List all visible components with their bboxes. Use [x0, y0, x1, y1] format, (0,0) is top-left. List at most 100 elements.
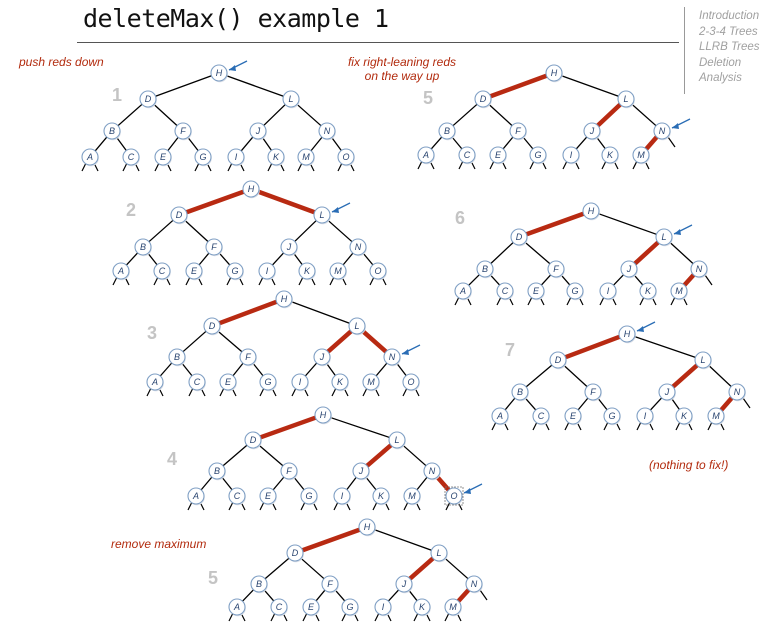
tree-node: G [259, 373, 277, 392]
node-label: I [644, 411, 647, 421]
tree-node: A [228, 598, 246, 617]
black-link [264, 557, 290, 580]
node-label: L [319, 210, 324, 220]
node-circle [545, 64, 563, 82]
node-circle [103, 122, 121, 140]
node-circle [444, 598, 462, 616]
tree-node: I [636, 407, 654, 426]
tree-node: K [601, 146, 619, 165]
node-label: E [191, 266, 198, 276]
red-link [670, 363, 700, 389]
node-circle [228, 487, 246, 505]
node-circle [154, 148, 172, 166]
black-link [524, 241, 551, 265]
node-circle [532, 407, 550, 425]
tree-node: E [564, 407, 582, 426]
null-link [632, 160, 638, 170]
red-link [682, 272, 696, 288]
tree-node: J [352, 462, 370, 481]
tree-node: C [153, 262, 171, 281]
null-link [298, 276, 304, 286]
step-number: 1 [112, 85, 123, 105]
node-label: A [86, 152, 93, 162]
black-link [167, 136, 179, 152]
red-link [256, 189, 317, 215]
null-link [667, 136, 676, 148]
node-circle [314, 406, 332, 424]
note-fix-text: fix right-leaning reds on the way up [347, 55, 457, 83]
black-link [294, 219, 317, 243]
black-link [222, 444, 248, 467]
node-label: M [449, 602, 457, 612]
tree-node: M [329, 262, 347, 281]
black-link [293, 252, 303, 266]
tree-node: B [103, 122, 121, 141]
tree-node: A [187, 487, 205, 506]
node-label: G [305, 491, 312, 501]
selection-box [444, 486, 464, 506]
black-link [708, 364, 732, 388]
black-link [633, 274, 644, 286]
red-link [524, 211, 586, 237]
null-link [297, 162, 303, 172]
node-circle [219, 373, 237, 391]
null-link [496, 296, 502, 306]
nav-item-introduction[interactable]: Introduction [699, 10, 760, 22]
black-link [147, 252, 158, 266]
node-label: L [436, 548, 441, 558]
node-circle [170, 206, 188, 224]
nav-item-analysis[interactable]: Analysis [699, 72, 742, 84]
node-circle [655, 228, 673, 246]
tree-node: K [331, 373, 349, 392]
node-circle [259, 487, 277, 505]
null-link [188, 387, 194, 397]
node-label: D [145, 94, 152, 104]
red-link [258, 415, 318, 440]
node-label: A [422, 150, 429, 160]
node-label: J [319, 352, 325, 362]
nav-item-2-3-4-trees[interactable]: 2-3-4 Trees [699, 25, 758, 38]
tree-node: H [210, 64, 228, 83]
null-link [300, 501, 306, 511]
null-link [532, 421, 538, 431]
node-label: M [302, 152, 310, 162]
nav-item-llrb-trees[interactable]: LLRB Trees [699, 41, 760, 53]
node-label: N [659, 126, 666, 136]
tree-node: B [208, 462, 226, 481]
tree-node: E [489, 146, 507, 165]
node-circle [302, 598, 320, 616]
node-label: C [276, 602, 283, 612]
black-link [181, 362, 193, 377]
tree-node: C [496, 282, 514, 301]
node-label: L [288, 94, 293, 104]
null-link [270, 612, 276, 622]
node-circle [707, 407, 725, 425]
nav-item-deletion[interactable]: Deletion [699, 56, 742, 69]
red-link [644, 134, 659, 152]
node-circle [337, 148, 355, 166]
node-circle [658, 383, 676, 401]
node-label: I [235, 152, 238, 162]
black-link [560, 274, 571, 286]
null-link [226, 276, 232, 286]
black-link [217, 330, 243, 353]
node-label: J [401, 579, 407, 589]
node-circle [369, 262, 387, 280]
red-link [184, 189, 246, 215]
tree-node: N [383, 348, 401, 367]
red-link [360, 329, 389, 354]
node-circle [258, 262, 276, 280]
node-circle [226, 262, 244, 280]
node-label: D [480, 94, 487, 104]
tree-node: I [227, 148, 245, 167]
tree-node: N [465, 575, 483, 594]
node-circle [582, 202, 600, 220]
null-link [81, 162, 87, 172]
red-link [435, 474, 451, 493]
tree-node: M [707, 407, 725, 426]
node-circle [430, 544, 448, 562]
